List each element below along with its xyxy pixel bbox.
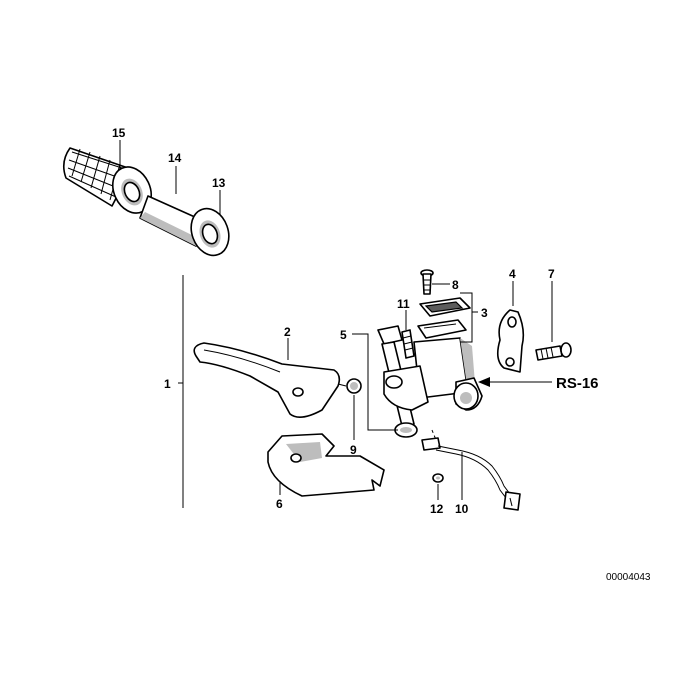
- clamp-bolt: [535, 342, 572, 361]
- bush: [337, 378, 362, 394]
- callout-13: 13: [212, 176, 226, 190]
- handlebar-grip: [62, 147, 153, 214]
- callout-14: 14: [168, 151, 182, 165]
- master-cylinder: [383, 337, 483, 411]
- reference-code: RS-16: [556, 375, 599, 392]
- grip-tube: [139, 195, 207, 247]
- callout-11: 11: [397, 297, 410, 311]
- callout-1: 1: [164, 377, 171, 391]
- callout-2: 2: [284, 325, 291, 339]
- nut: [432, 473, 444, 483]
- lever-cover: [267, 433, 385, 497]
- end-washer: [190, 207, 230, 257]
- leader-lines: [119, 140, 553, 508]
- callout-6: 6: [276, 497, 283, 511]
- cover-screw: [420, 269, 434, 295]
- callout-7: 7: [548, 267, 555, 281]
- callout-15: 15: [112, 126, 126, 140]
- hand-lever: [193, 342, 341, 418]
- brake-light-switch: [421, 437, 521, 511]
- callout-3: 3: [481, 306, 488, 320]
- callout-5: 5: [340, 328, 347, 342]
- callout-8: 8: [452, 278, 459, 292]
- callout-12: 12: [430, 502, 444, 516]
- reservoir-cover: [417, 297, 471, 339]
- callout-4: 4: [509, 267, 516, 281]
- callout-10: 10: [455, 502, 469, 516]
- callout-9: 9: [350, 443, 357, 457]
- adjust-screw: [401, 329, 415, 359]
- drawing-number: 00004043: [606, 572, 651, 583]
- handlebar-clamp: [496, 309, 525, 373]
